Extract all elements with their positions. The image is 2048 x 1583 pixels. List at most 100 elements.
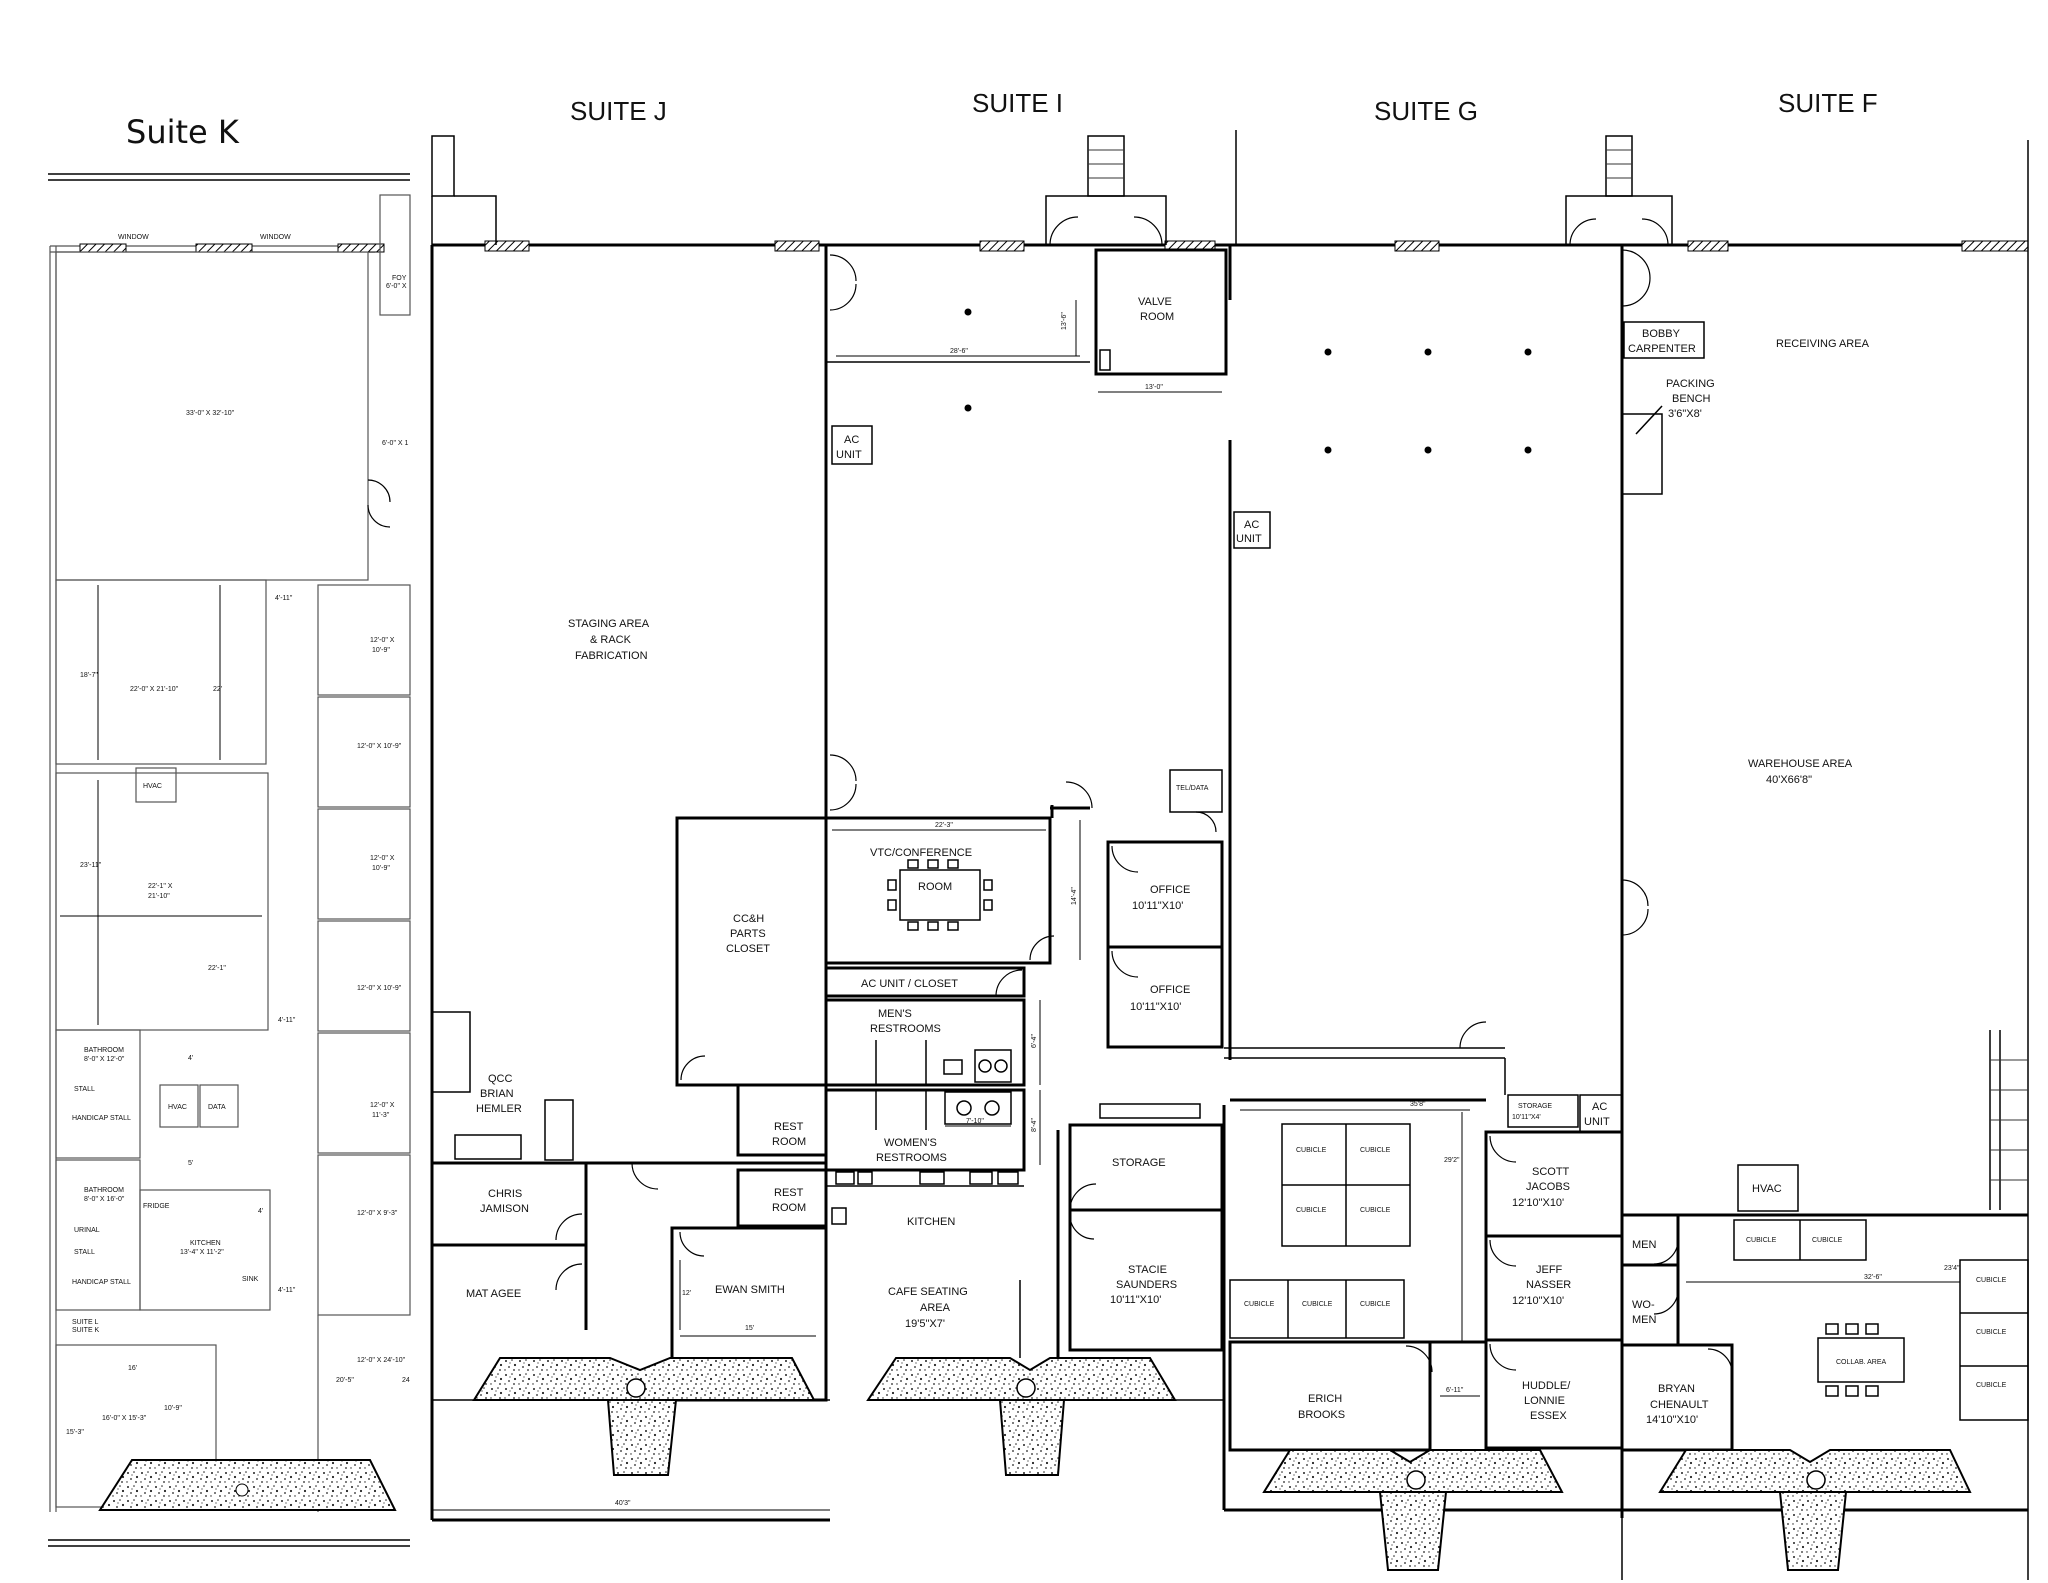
cubicle-11: CUBICLE — [1976, 1329, 2007, 1336]
k-bathroom-2: BATHROOM — [84, 1187, 124, 1194]
cafe-line-1: CAFE SEATING — [888, 1286, 968, 1298]
ac-unit-b-2: UNIT — [1236, 533, 1262, 545]
dim-35-8: 35'8" — [1410, 1101, 1426, 1108]
bobby-line-1: BOBBY — [1642, 328, 1681, 340]
entrance-j — [431, 135, 497, 245]
dim-13-6: 13'-6" — [1061, 312, 1068, 330]
storage-small-1: STORAGE — [1518, 1103, 1552, 1110]
chris-line-1: CHRIS — [488, 1188, 522, 1200]
warehouse-line-2: 40'X66'8" — [1766, 774, 1812, 786]
k-office-3b: 10'-9" — [372, 865, 390, 872]
mat-agee: MAT AGEE — [466, 1288, 521, 1300]
k-foyer-dim: 6'-0" X — [386, 283, 407, 290]
k-kitchen-dim: 13'-4" X 11'-2" — [180, 1249, 224, 1256]
rest-1b: ROOM — [772, 1136, 806, 1148]
k-stall: STALL — [74, 1086, 95, 1093]
office-a-line-2: 10'11"X10' — [1132, 900, 1183, 912]
k-sink: SINK — [242, 1276, 259, 1283]
cubicle-1: CUBICLE — [1296, 1147, 1327, 1154]
jeff-line-3: 12'10"X10' — [1512, 1295, 1564, 1307]
k-dim-23-11: 23'-11" — [80, 862, 102, 869]
dim-29-2: 29'2" — [1444, 1157, 1460, 1164]
k-office-1b: 10'-9" — [372, 647, 390, 654]
k-suite-k-small: SUITE K — [72, 1327, 100, 1334]
k-dim-20-5: 20'-5" — [336, 1377, 354, 1384]
kitchen: KITCHEN — [907, 1216, 955, 1228]
cch-line-3: CLOSET — [726, 943, 770, 955]
k-office-4: 12'-0" X 10'-9" — [357, 985, 402, 992]
erich-line-2: BROOKS — [1298, 1409, 1345, 1421]
suite-i-rooms: 28'-6" 13'-6" VALVE ROOM 13'-0" AC UNIT … — [824, 248, 1228, 1476]
ac-unit-b-1: AC — [1244, 519, 1259, 531]
suite-g-rooms: AC UNIT 35'8" 29'2" CUBICLE CUBICLE CUBI… — [1224, 348, 1624, 1571]
cubicle-10: CUBICLE — [1976, 1277, 2007, 1284]
women-line-2: MEN — [1632, 1314, 1657, 1326]
suite-f-title: SUITE F — [1778, 88, 1878, 118]
suite-j-rooms: STAGING AREA & RACK FABRICATION QCC BRIA… — [431, 618, 830, 1511]
suite-k-title: Suite K — [126, 113, 240, 151]
k-dim-22-1: 22'-1" — [208, 965, 226, 972]
dim-22-3: 22'-3" — [935, 822, 953, 829]
packing-line-2: BENCH — [1672, 393, 1711, 405]
scott-line-3: 12'10"X10' — [1512, 1197, 1564, 1209]
tel-data: TEL/DATA — [1176, 785, 1209, 792]
warehouse-line-1: WAREHOUSE AREA — [1748, 758, 1853, 770]
hvac: HVAC — [1752, 1183, 1782, 1195]
packing-line-3: 3'6"X8' — [1668, 408, 1702, 420]
k-office-5: 12'-0" X — [370, 1102, 395, 1109]
k-dim-4b: 4' — [258, 1208, 263, 1215]
k-stall-2: STALL — [74, 1249, 95, 1256]
womens-line-2: RESTROOMS — [876, 1152, 947, 1164]
k-room-a: 22'-0" X 21'-10" — [130, 686, 179, 693]
jeff-line-2: NASSER — [1526, 1279, 1571, 1291]
cubicle-9: CUBICLE — [1812, 1237, 1843, 1244]
k-office-5b: 11'-3" — [372, 1112, 390, 1119]
k-dim-18-7: 18'-7" — [80, 672, 98, 679]
k-bathroom-1: BATHROOM — [84, 1047, 124, 1054]
k-suite-l: SUITE L — [72, 1319, 99, 1326]
qcc-line-2: BRIAN — [480, 1088, 514, 1100]
ac-unit-c-1: AC — [1592, 1101, 1607, 1113]
k-handicap-stall-2: HANDICAP STALL — [72, 1279, 131, 1286]
dim-14-4: 14'-4" — [1071, 887, 1078, 905]
k-handicap-stall-1: HANDICAP STALL — [72, 1115, 131, 1122]
suite-g-title: SUITE G — [1374, 96, 1478, 126]
suite-f-rooms: BOBBY CARPENTER PACKING BENCH 3'6"X8' RE… — [1620, 249, 2029, 1571]
womens-line-1: WOMEN'S — [884, 1137, 937, 1149]
dim-40-3: 40'3" — [615, 1500, 631, 1507]
k-main-room: 33'-0" X 32'-10" — [186, 410, 235, 417]
dim-8-4: 8'-4" — [1031, 1118, 1038, 1132]
office-a-line-1: OFFICE — [1150, 884, 1190, 896]
k-dim-16: 16' — [128, 1365, 137, 1372]
cubicle-6: CUBICLE — [1302, 1301, 1333, 1308]
k-hvac-2: HVAC — [168, 1104, 187, 1111]
stacie-line-3: 10'11"X10' — [1110, 1294, 1161, 1306]
huddle-line-3: ESSEX — [1530, 1410, 1567, 1422]
k-dim-4-11-a: 4'-11" — [275, 595, 293, 602]
k-window-2: WINDOW — [260, 234, 291, 241]
entrance-f — [1565, 135, 1673, 246]
rest-2a: REST — [774, 1187, 804, 1199]
dim-6-4: 6'-4" — [1031, 1034, 1038, 1048]
ac-unit-a-2: UNIT — [836, 449, 862, 461]
bryan-line-1: BRYAN — [1658, 1383, 1695, 1395]
cubicle-5: CUBICLE — [1244, 1301, 1275, 1308]
dim-7-10: 7'-10" — [966, 1118, 984, 1125]
rest-2b: ROOM — [772, 1202, 806, 1214]
men: MEN — [1632, 1239, 1657, 1251]
cubicle-12: CUBICLE — [1976, 1382, 2007, 1389]
cubicle-row: CUBICLE CUBICLE CUBICLE — [1229, 1279, 1405, 1339]
k-bathroom-1-dim: 8'-0" X 12'-0" — [84, 1056, 125, 1063]
ac-closet: AC UNIT / CLOSET — [861, 978, 958, 990]
rest-1a: REST — [774, 1121, 804, 1133]
k-data: DATA — [208, 1104, 226, 1111]
k-dim-4: 4' — [188, 1055, 193, 1062]
cubicle-4: CUBICLE — [1360, 1207, 1391, 1214]
huddle-line-2: LONNIE — [1524, 1395, 1565, 1407]
dim-12: 12' — [682, 1290, 691, 1297]
dim-6-11: 6'-11" — [1446, 1387, 1464, 1394]
k-room-b-2: 21'-10" — [148, 893, 170, 900]
suite-i-title: SUITE I — [972, 88, 1063, 118]
women-line-1: WO- — [1632, 1299, 1655, 1311]
